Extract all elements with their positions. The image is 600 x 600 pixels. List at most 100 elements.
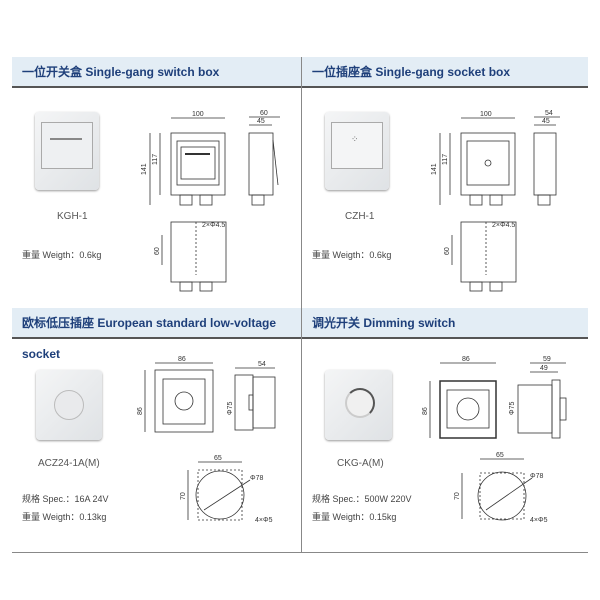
switch-box-side-drawing: 60 45	[248, 110, 280, 206]
product-image-euro-socket	[36, 370, 102, 440]
dimension-label: 4×Φ5	[255, 517, 273, 524]
drawing-line	[489, 281, 503, 292]
socket-box-bottom-drawing: 2×Φ4.5 60	[444, 221, 517, 292]
drawing-line	[251, 194, 265, 206]
drawing-line	[170, 132, 226, 196]
drawing-line	[248, 132, 274, 196]
weight-text: 重量 Weigth：0.6kg	[22, 250, 102, 260]
drawing-line	[551, 379, 561, 439]
dimension-label: 141	[141, 163, 148, 175]
dimension-label: Φ78	[530, 473, 543, 480]
dimension-label: 54	[545, 110, 553, 117]
dimension-label: 60	[260, 110, 268, 117]
panel-header-socket-box: 一位插座盒 Single-gang socket box	[302, 57, 588, 88]
panel-divider	[301, 57, 302, 553]
dimension-label: 141	[431, 163, 438, 175]
dimension-label: 4×Φ5	[530, 517, 548, 524]
drawing-line	[162, 378, 206, 425]
drawing-line	[199, 281, 213, 292]
drawing-line	[517, 384, 553, 434]
dimension-label: 70	[180, 492, 187, 500]
dimension-label: 70	[454, 492, 461, 500]
dimension-label: 60	[154, 247, 161, 255]
drawing-line	[195, 470, 245, 520]
drawing-line	[179, 281, 193, 292]
drawing-line	[252, 376, 276, 429]
drawing-line	[446, 389, 490, 429]
dimension-label: 2×Φ4.5	[202, 222, 225, 229]
drawing-line	[484, 159, 492, 167]
spec-text: 规格 Spec.：500W 220V	[312, 494, 412, 504]
drawing-line	[485, 477, 533, 511]
dimming-switch-mounting-drawing: 65 Φ78 70 4×Φ5	[454, 452, 548, 524]
panel-header-dimming-switch: 调光开关 Dimming switch	[302, 308, 588, 339]
dimension-label: 49	[540, 365, 548, 372]
drawing-line	[559, 397, 567, 421]
model-label: KGH-1	[57, 211, 88, 222]
switch-box-front-drawing: 100 141 117	[141, 111, 226, 206]
panel-header-switch-box: 一位开关盒 Single-gang switch box	[12, 57, 301, 88]
product-image-dimming-switch	[325, 370, 392, 440]
drawing-line	[180, 146, 216, 180]
dimension-label: 65	[496, 452, 504, 459]
model-label: CKG-A(M)	[337, 458, 384, 469]
drawing-line	[460, 221, 517, 283]
drawing-line	[176, 140, 220, 186]
dimension-label: 45	[257, 118, 265, 125]
drawing-line	[469, 194, 483, 206]
euro-socket-mounting-drawing: 65 Φ78 70 4×Φ5	[180, 455, 273, 524]
dimension-label: 86	[462, 356, 470, 363]
dimension-label: 86	[137, 407, 144, 415]
dimension-label: 86	[422, 407, 429, 415]
drawing-line	[203, 479, 251, 511]
model-label: ACZ24-1A(M)	[38, 458, 100, 469]
dimension-label: 117	[152, 154, 159, 165]
drawing-line	[537, 194, 551, 206]
drawing-line	[248, 394, 254, 411]
dimension-label: 86	[178, 356, 186, 363]
socket-box-front-drawing: 100 141 117	[431, 111, 516, 206]
drawing-line	[489, 194, 503, 206]
panel-bottom-border	[12, 552, 588, 553]
switch-box-bottom-drawing: 2×Φ4.5 60	[154, 221, 227, 292]
drawing-line	[533, 132, 557, 196]
weight-text: 重量 Weigth：0.13kg	[22, 512, 107, 522]
drawing-line	[460, 132, 516, 196]
dimension-label: 45	[542, 118, 550, 125]
drawing-line	[234, 374, 254, 431]
drawing-line	[199, 194, 213, 206]
dimension-label: 65	[214, 455, 222, 462]
drawing-line	[272, 139, 279, 186]
dimension-label: 2×Φ4.5	[492, 222, 515, 229]
product-image-socket-box: ⁘	[325, 112, 389, 190]
drawing-line	[170, 221, 227, 283]
weight-text: 重量 Weigth：0.6kg	[312, 250, 392, 260]
spec-text: 规格 Spec.：16A 24V	[22, 494, 109, 504]
drawing-line	[466, 140, 510, 186]
dimension-label: Φ75	[227, 402, 234, 415]
drawing-line	[469, 281, 483, 292]
dimming-switch-side-drawing: 59 49 Φ75	[509, 356, 567, 439]
euro-socket-front-drawing: 86 86	[137, 356, 214, 433]
drawing-line	[439, 380, 497, 439]
dimension-label: 100	[192, 111, 204, 118]
dimension-label: 117	[442, 154, 449, 165]
dimension-label: 100	[480, 111, 492, 118]
dimming-switch-front-drawing: 86 86	[422, 356, 497, 439]
dimension-label: 54	[258, 361, 266, 368]
drawing-line	[174, 391, 194, 411]
dimension-label: 60	[444, 247, 451, 255]
drawing-line	[456, 397, 480, 421]
drawing-line	[179, 194, 193, 206]
drawing-line	[154, 369, 214, 433]
euro-socket-side-drawing: 54 Φ75	[227, 361, 276, 431]
drawing-line	[197, 469, 243, 521]
dimension-label: 59	[543, 356, 551, 363]
socket-box-side-drawing: 54 45	[533, 110, 560, 206]
drawing-line	[477, 471, 527, 521]
dimension-label: Φ78	[250, 475, 263, 482]
panel-header-euro-socket: 欧标低压插座 European standard low-voltage soc…	[12, 308, 301, 361]
dimension-label: Φ75	[509, 402, 516, 415]
drawing-line	[479, 472, 525, 520]
